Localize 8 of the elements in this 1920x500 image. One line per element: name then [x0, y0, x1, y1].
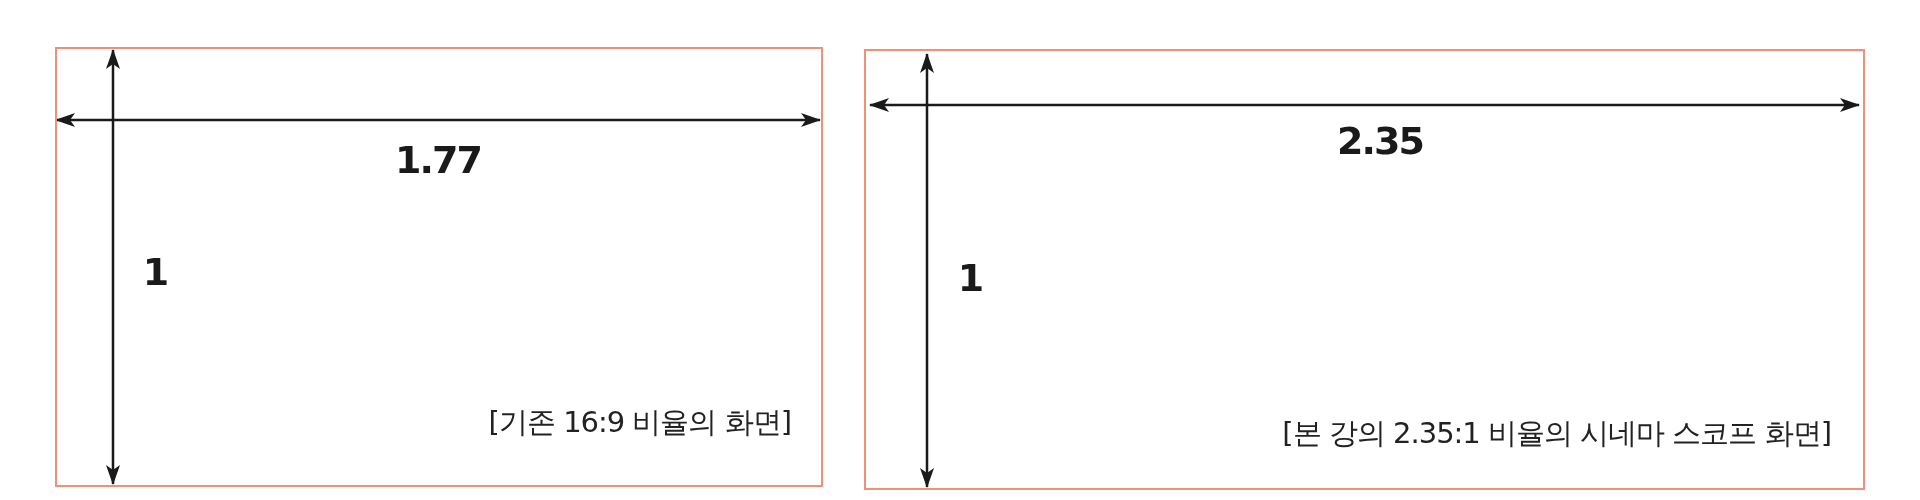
- screen-frame: [55, 47, 823, 487]
- frame-label: [기존 16:9 비율의 화면]: [488, 404, 791, 441]
- frame-label: [본 강의 2.35:1 비율의 시네마 스코프 화면]: [1282, 415, 1831, 452]
- dimension-label: 1: [957, 256, 983, 300]
- dimension-label: 1: [142, 250, 168, 294]
- screen-frame: [864, 49, 1865, 490]
- dimension-label: 2.35: [1337, 119, 1423, 163]
- dimension-label: 1.77: [395, 138, 481, 182]
